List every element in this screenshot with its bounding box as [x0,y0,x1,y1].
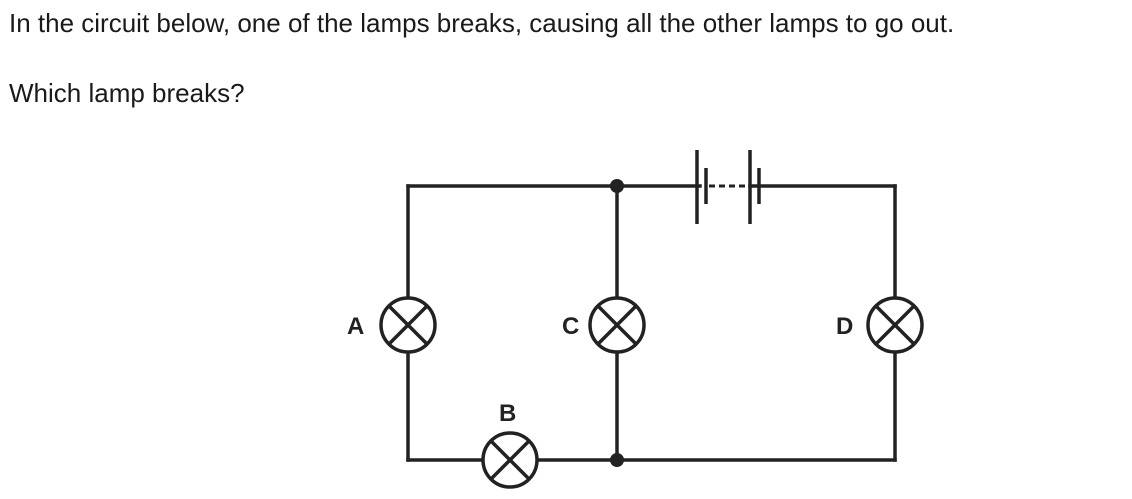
question-prompt: Which lamp breaks? [9,78,245,108]
lamp-b: B [481,400,539,489]
lamp-label-a: A [347,313,364,340]
junction-top [610,179,624,193]
lamp-symbol-icon [379,296,437,354]
lamp-label-b: B [499,400,516,427]
battery-cells-icon [695,150,761,224]
lamp-a: A [347,296,437,354]
question-text: In the circuit below, one of the lamps b… [9,8,955,38]
lamp-symbol-icon [481,431,539,489]
circuit-wires [406,184,897,462]
junction-bottom [610,453,624,467]
lamp-symbol-icon [588,296,646,354]
lamp-symbol-icon [866,296,924,354]
lamp-label-d: D [836,313,853,340]
lamp-label-c: C [562,313,579,340]
lamp-d: D [836,296,924,354]
lamp-c: C [562,296,646,354]
